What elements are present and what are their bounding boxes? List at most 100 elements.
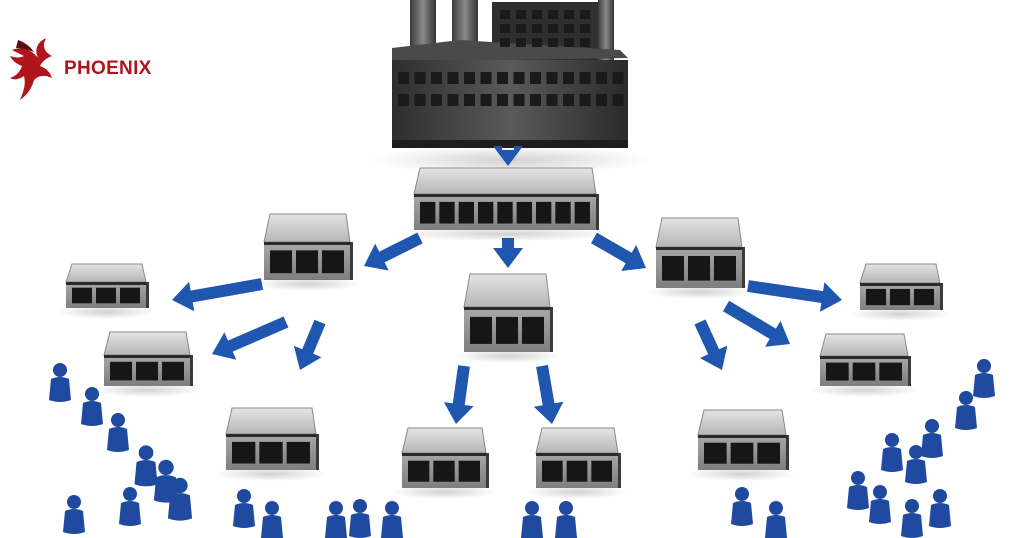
building-roof bbox=[65, 263, 147, 283]
store-middle-1 bbox=[391, 427, 497, 499]
flow-arrow-distribution-center-left-to-store-left-1 bbox=[172, 278, 264, 312]
factory-window bbox=[580, 38, 590, 47]
factory-window bbox=[580, 24, 590, 33]
factory-window bbox=[596, 72, 607, 84]
flow-arrow-central-warehouse-to-distribution-center-middle bbox=[493, 238, 523, 268]
person-icon bbox=[929, 489, 951, 528]
factory-window bbox=[612, 72, 624, 84]
flow-arrow-distribution-center-left-to-store-left-3 bbox=[293, 319, 326, 370]
building-roof bbox=[535, 427, 619, 454]
building-door bbox=[730, 442, 754, 464]
customers bbox=[49, 359, 995, 538]
flow-arrow-distribution-center-left-to-store-left-2 bbox=[212, 316, 289, 360]
factory-window bbox=[464, 72, 475, 84]
factory-window bbox=[464, 94, 475, 106]
building-door bbox=[439, 201, 455, 224]
building-door bbox=[890, 288, 910, 306]
flow-arrow-distribution-center-right-to-store-right-3 bbox=[747, 280, 842, 312]
factory-window bbox=[431, 94, 442, 106]
factory-window bbox=[398, 94, 409, 106]
building-door bbox=[496, 316, 518, 344]
factory-window bbox=[532, 24, 542, 33]
building-door bbox=[522, 316, 544, 344]
building-roof bbox=[103, 331, 191, 356]
brand-name: PHOENIX bbox=[64, 58, 152, 79]
flow-arrow-distribution-center-right-to-store-right-1 bbox=[694, 319, 728, 370]
factory-window bbox=[563, 94, 574, 106]
building-door bbox=[232, 441, 256, 464]
store-middle-2 bbox=[526, 427, 628, 499]
factory-window bbox=[414, 72, 426, 84]
building-door bbox=[591, 460, 612, 482]
building-door bbox=[542, 460, 563, 482]
factory-window bbox=[513, 72, 525, 84]
building-door bbox=[866, 288, 886, 306]
store-left-1 bbox=[56, 263, 156, 319]
building-door bbox=[914, 288, 934, 306]
person-icon bbox=[955, 391, 977, 430]
building-door bbox=[286, 441, 310, 464]
person-icon bbox=[325, 501, 347, 538]
person-icon bbox=[63, 495, 85, 534]
store-left-3 bbox=[215, 407, 327, 481]
factory-window bbox=[579, 94, 591, 106]
building-door bbox=[408, 460, 430, 482]
factory-window bbox=[500, 10, 510, 19]
building-roof bbox=[463, 273, 551, 308]
building-roof bbox=[697, 409, 787, 436]
building-door bbox=[259, 441, 283, 464]
flow-arrow-distribution-center-middle-to-store-middle-1 bbox=[443, 365, 474, 424]
building-door bbox=[296, 250, 318, 274]
building-door bbox=[662, 256, 684, 281]
factory-window bbox=[546, 72, 558, 84]
store-left-2 bbox=[93, 331, 201, 397]
factory-window bbox=[447, 72, 459, 84]
factory-window bbox=[612, 94, 624, 106]
factory-window bbox=[447, 94, 459, 106]
store-right-3 bbox=[687, 409, 797, 481]
factory-window bbox=[516, 24, 526, 33]
person-icon bbox=[381, 501, 403, 538]
building-door bbox=[322, 250, 344, 274]
person-icon bbox=[167, 477, 193, 521]
distribution-center-left bbox=[253, 213, 361, 291]
factory-window bbox=[546, 94, 558, 106]
factory-window bbox=[497, 94, 508, 106]
building-door bbox=[497, 201, 513, 224]
person-icon bbox=[261, 501, 283, 538]
factory-window bbox=[564, 10, 574, 19]
factory-window bbox=[548, 10, 558, 19]
flow-arrow-distribution-center-right-to-store-right-2 bbox=[722, 300, 790, 347]
factory-window bbox=[516, 38, 526, 47]
building-door bbox=[433, 460, 455, 482]
factory-window bbox=[530, 94, 541, 106]
person-icon bbox=[881, 433, 903, 472]
building-door bbox=[96, 287, 116, 304]
building-roof bbox=[819, 333, 909, 357]
building-door bbox=[136, 361, 158, 381]
person-icon bbox=[119, 487, 141, 526]
person-icon bbox=[921, 419, 943, 458]
building-door bbox=[72, 287, 92, 304]
building-door bbox=[162, 361, 184, 381]
factory-window bbox=[431, 72, 442, 84]
factory-window bbox=[530, 72, 541, 84]
building-roof bbox=[225, 407, 317, 435]
building-roof bbox=[401, 427, 487, 454]
person-icon bbox=[973, 359, 995, 398]
brand-logo: PHOENIX bbox=[8, 36, 152, 102]
building-door bbox=[826, 362, 849, 381]
factory-window bbox=[500, 38, 510, 47]
person-icon bbox=[731, 487, 753, 526]
flow-arrows bbox=[172, 146, 842, 424]
flow-arrow-factory-to-central-warehouse bbox=[493, 146, 523, 166]
phoenix-bird-icon bbox=[10, 38, 52, 100]
factory-window bbox=[480, 72, 492, 84]
building-roof bbox=[655, 217, 743, 248]
building-door bbox=[704, 442, 727, 464]
buildings bbox=[56, 167, 950, 499]
building-roof bbox=[263, 213, 351, 243]
central-warehouse bbox=[392, 167, 618, 241]
factory-window bbox=[398, 72, 409, 84]
